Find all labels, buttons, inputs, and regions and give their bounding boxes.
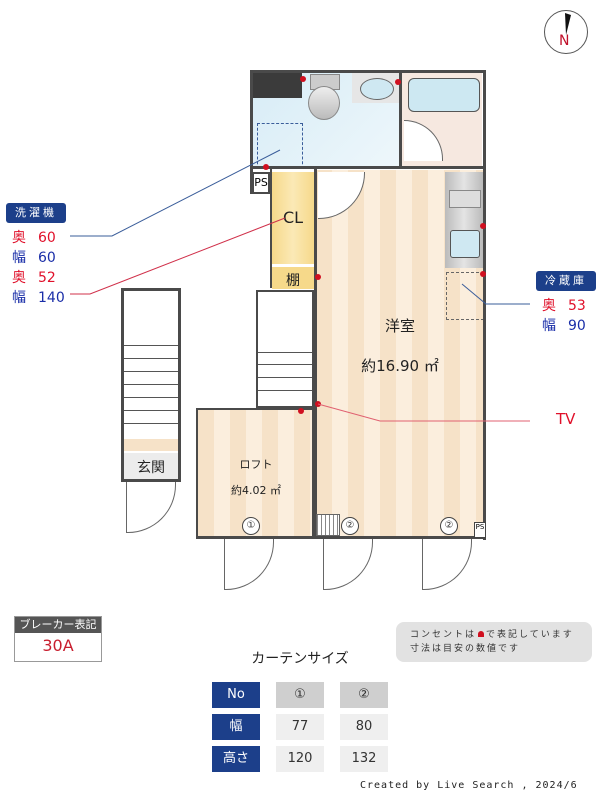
outlet-dot — [263, 164, 269, 170]
breaker-value: 30A — [42, 636, 74, 655]
outlet-dot — [315, 274, 321, 280]
curtain-height-1: 120 — [276, 746, 324, 772]
curtain-row-width: 幅 — [212, 714, 260, 740]
bathtub-icon — [408, 78, 480, 112]
washer-badge: 洗濯機 — [6, 203, 66, 223]
window-marker-3: ② — [440, 517, 458, 535]
loft — [196, 408, 314, 538]
kitchen-sink-icon — [450, 230, 480, 258]
credit: Created by Live Search , 2024/6 — [360, 780, 578, 791]
curtain-title: カーテンサイズ — [251, 651, 349, 667]
closet — [272, 172, 314, 264]
stove-icon — [449, 190, 481, 208]
north-arrow-icon — [565, 13, 571, 35]
sink-icon — [360, 78, 394, 100]
shelf-label: 棚 — [286, 273, 300, 289]
curtain-col-1: ① — [276, 682, 324, 708]
ps-bottom: PS — [474, 522, 486, 538]
ps-top: PS — [252, 172, 270, 194]
western-room-area: 約16.90 ㎡ — [361, 357, 439, 375]
entrance-staircase — [121, 288, 181, 482]
outlet-legend-icon — [478, 631, 485, 637]
dark-block — [252, 72, 302, 98]
window-marker-2: ② — [341, 517, 359, 535]
curtain-height-2: 132 — [340, 746, 388, 772]
closet-label: CL — [282, 208, 304, 227]
outlet-dot — [298, 408, 304, 414]
heater-icon — [316, 514, 340, 536]
curtain-width-1: 77 — [276, 714, 324, 740]
toilet-bowl-icon — [308, 86, 340, 120]
curtain-header-no: No — [212, 682, 260, 708]
loft-area: 約4.02 ㎡ — [231, 484, 281, 497]
curtain-row-height: 高さ — [212, 746, 260, 772]
curtain-col-2: ② — [340, 682, 388, 708]
fridge-badge: 冷蔵庫 — [536, 271, 596, 291]
loft-label: ロフト — [239, 458, 273, 471]
outlet-dot — [395, 79, 401, 85]
tv-label: TV — [556, 410, 576, 428]
compass: N — [544, 10, 588, 54]
breaker-box: ブレーカー表記 30A — [14, 616, 102, 662]
western-room-label: 洋室 — [384, 317, 415, 335]
compass-north-label: N — [559, 33, 570, 49]
curtain-width-2: 80 — [340, 714, 388, 740]
shelf — [272, 267, 314, 289]
outlet-dot — [300, 76, 306, 82]
outlet-dot — [480, 271, 486, 277]
notes-box: コンセントはで表記しています 寸法は目安の数値です — [396, 622, 592, 662]
window-marker-1: ① — [242, 517, 260, 535]
breaker-title: ブレーカー表記 — [15, 617, 101, 633]
inner-staircase — [256, 290, 314, 408]
outlet-dot — [480, 223, 486, 229]
entrance-label: 玄関 — [137, 460, 165, 476]
